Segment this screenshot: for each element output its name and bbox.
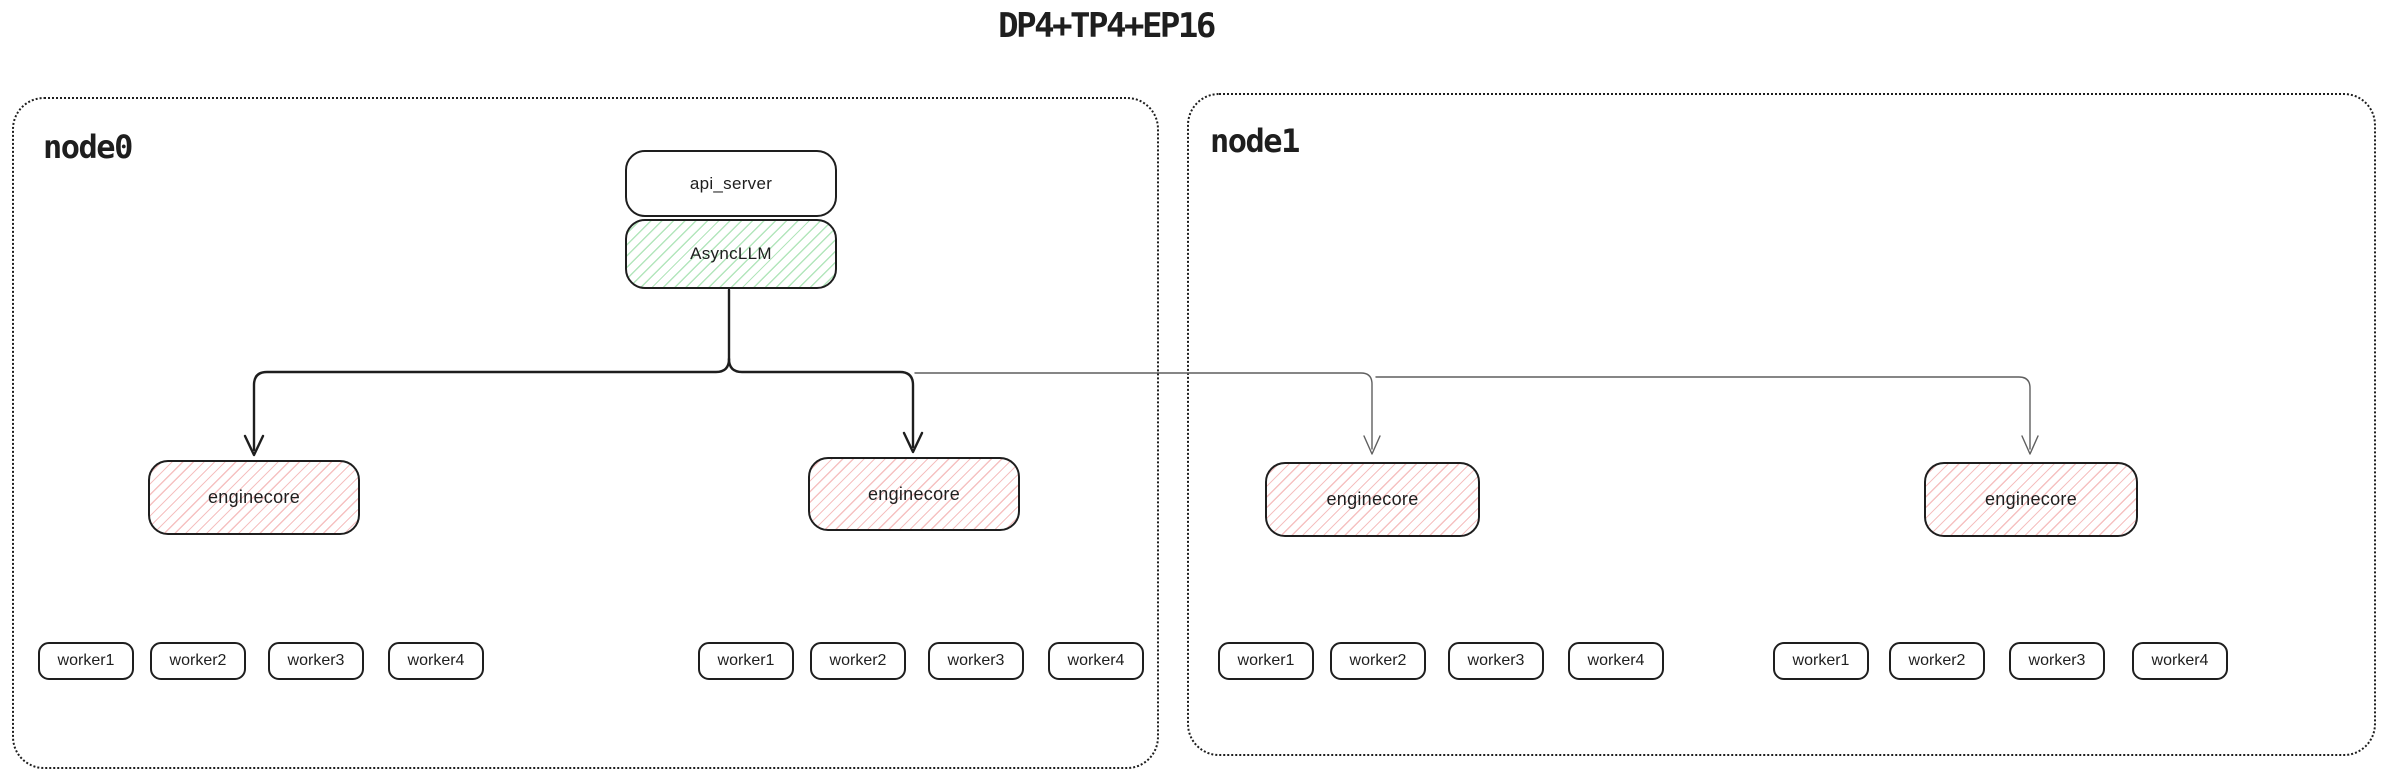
- worker-box: worker1: [38, 642, 134, 680]
- diagram-title: DP4+TP4+EP16: [998, 6, 1216, 46]
- worker-box: worker3: [268, 642, 364, 680]
- node1-label: node1: [1210, 122, 1300, 160]
- worker-box: worker2: [1889, 642, 1985, 680]
- worker-box: worker3: [1448, 642, 1544, 680]
- worker-box: worker3: [2009, 642, 2105, 680]
- worker-box: worker4: [2132, 642, 2228, 680]
- enginecore-box: enginecore: [1265, 462, 1480, 537]
- worker-box: worker2: [1330, 642, 1426, 680]
- worker-box: worker1: [1218, 642, 1314, 680]
- worker-box: worker4: [1048, 642, 1144, 680]
- enginecore-box: enginecore: [808, 457, 1020, 531]
- asyncllm-box: AsyncLLM: [625, 219, 837, 289]
- worker-box: worker2: [810, 642, 906, 680]
- worker-box: worker4: [388, 642, 484, 680]
- enginecore-box: enginecore: [1924, 462, 2138, 537]
- worker-box: worker1: [698, 642, 794, 680]
- enginecore-box: enginecore: [148, 460, 360, 535]
- api-server-box: api_server: [625, 150, 837, 217]
- worker-box: worker4: [1568, 642, 1664, 680]
- worker-box: worker2: [150, 642, 246, 680]
- worker-box: worker1: [1773, 642, 1869, 680]
- worker-box: worker3: [928, 642, 1024, 680]
- node0-label: node0: [43, 128, 133, 166]
